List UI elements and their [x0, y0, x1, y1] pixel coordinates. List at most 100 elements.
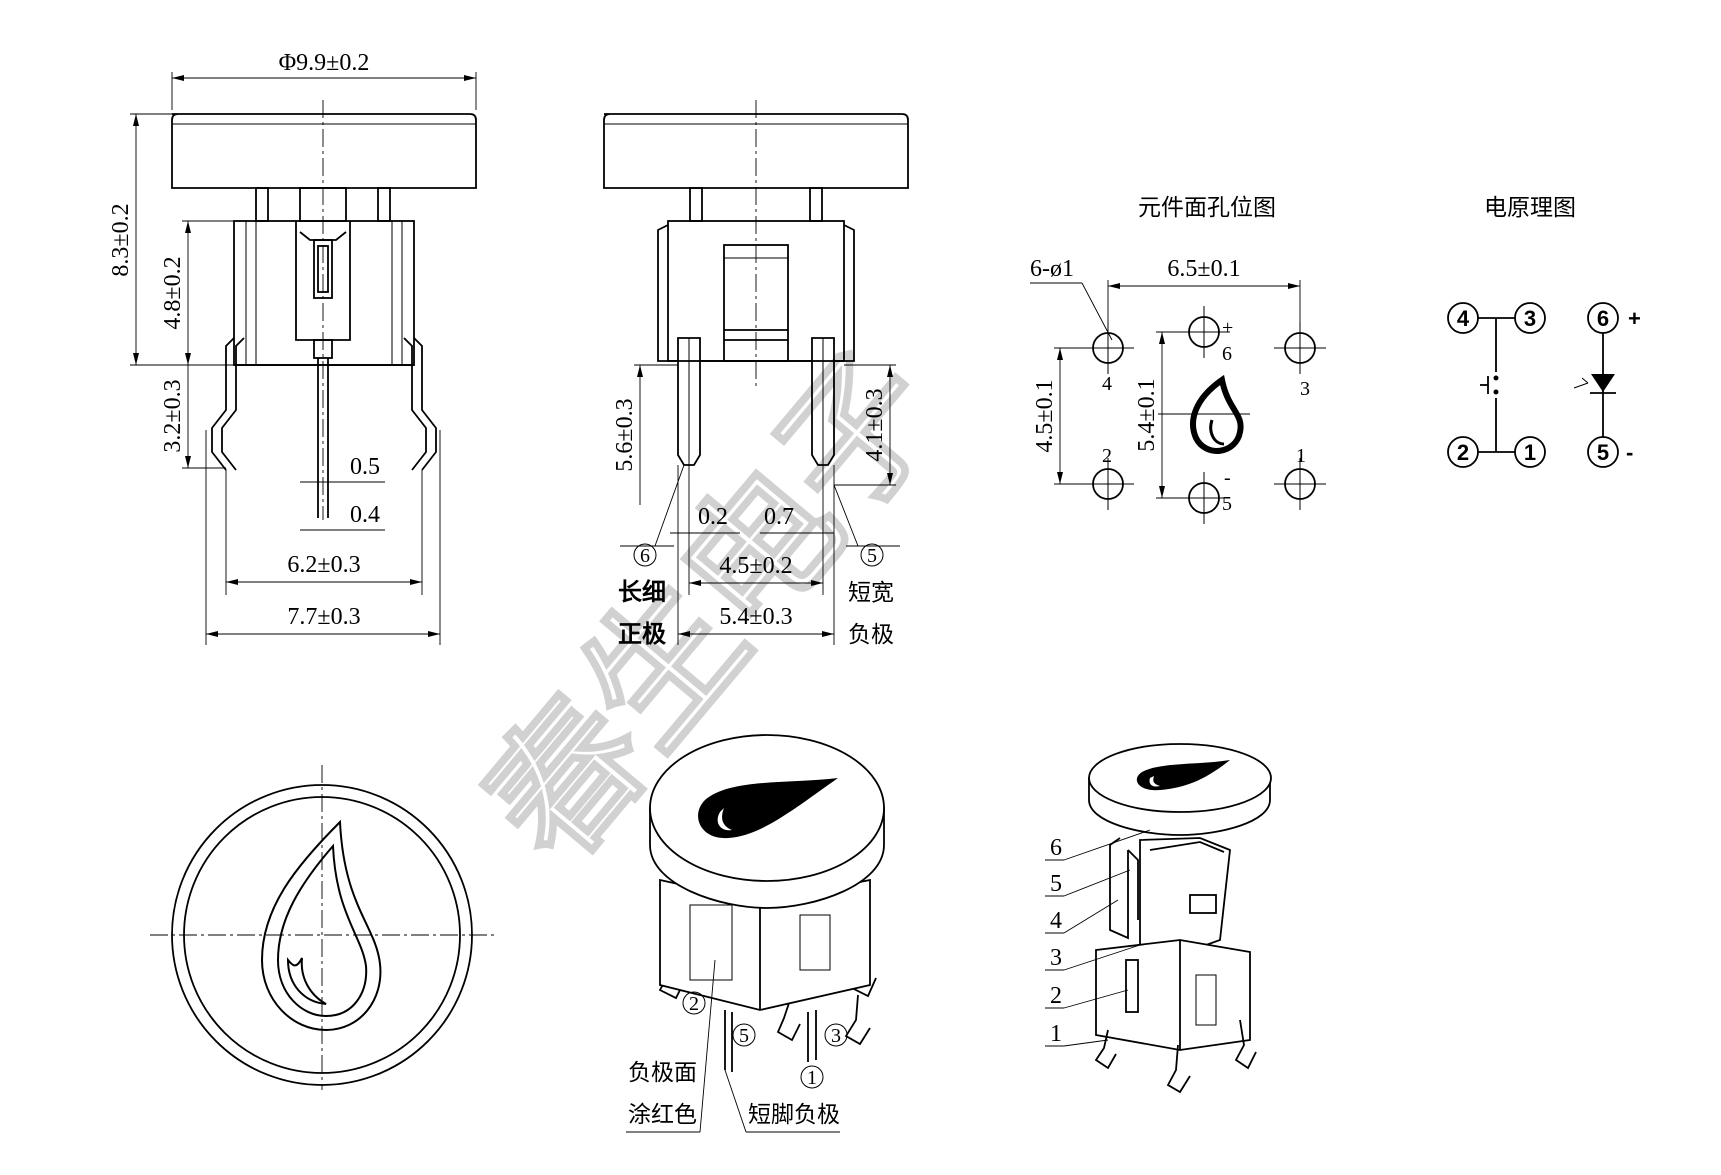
- dim-pin-w1: 0.5: [350, 454, 380, 480]
- leg: [1234, 1019, 1257, 1070]
- exp-base-terminal: [1125, 959, 1139, 1013]
- hole-1: [1274, 458, 1326, 510]
- stem-right: [377, 187, 391, 222]
- leader-line: [833, 484, 859, 547]
- body-outline: [233, 220, 415, 366]
- iso1-pin-5: 5: [739, 1025, 749, 1047]
- dim-body-height: 4.8±0.2: [160, 256, 186, 329]
- leader-line: [1081, 282, 1113, 341]
- exp-base: [1095, 939, 1251, 1051]
- front-view: Φ9.9±0.2 8.3±0.2 4.8±0.2 3.2±0.3 0.5 0.4…: [108, 50, 477, 645]
- leg: [1094, 1029, 1117, 1070]
- dim-pin-pitch: 6.2±0.3: [287, 552, 360, 578]
- hole-label-3: 3: [1300, 378, 1310, 400]
- side-view: 5.6±0.3 4.1±0.3 0.2 0.7 4.5±0.2 5.4±0.3 …: [603, 100, 909, 648]
- iso-body-panel: [689, 904, 733, 981]
- hole-plus: +: [1222, 317, 1233, 339]
- lead-left: [221, 337, 245, 471]
- dim-pin-len-left: 5.6±0.3: [612, 398, 638, 471]
- schematic-minus: -: [1626, 440, 1633, 465]
- dim-thickness-b: 0.7: [764, 504, 794, 530]
- top-view: [150, 765, 494, 1090]
- switch-contact: [1493, 389, 1499, 395]
- pin-5-callout-circle: [860, 543, 884, 567]
- arrowheads: [637, 365, 643, 377]
- dim-pin-len-right: 4.1±0.3: [862, 388, 888, 461]
- flame-logo-small: [1190, 374, 1244, 454]
- part-number-4: 4: [1050, 908, 1062, 934]
- exp-actuator-window: [1189, 894, 1217, 914]
- schematic-pin-1: 1: [1524, 440, 1536, 465]
- part-number-1: 1: [1050, 1021, 1062, 1047]
- iso1-pin-circle-2: [682, 991, 706, 1015]
- exp-contact-6: [1109, 837, 1129, 940]
- leg: [1166, 1044, 1191, 1094]
- dim-v-spacing-left: 4.5±0.1: [1032, 379, 1058, 452]
- part-callouts: [1045, 829, 1151, 1047]
- iso1-pin-circle-1: [800, 1065, 824, 1089]
- hole-label-6: 6: [1222, 343, 1232, 365]
- pin-6-callout: 6: [640, 545, 650, 567]
- leader-line: [654, 464, 685, 547]
- flame-logo-exp: [1136, 760, 1230, 791]
- iso-body-window: [799, 914, 831, 971]
- dim-h-spacing: 6.5±0.1: [1167, 256, 1240, 282]
- dim-pin-w2: 0.4: [350, 502, 380, 528]
- iso1-pin-2: 2: [689, 993, 699, 1015]
- hole-3: [1274, 322, 1326, 374]
- dim-diameter: Φ9.9±0.2: [279, 50, 370, 76]
- iso-view-2: 6 5 4 3 2 1: [1045, 743, 1272, 1094]
- arrowheads: [185, 456, 191, 468]
- schematic: 电原理图 4 3 2 1 6 + 5 -: [1447, 195, 1641, 468]
- exp-actuator-top: [1149, 841, 1225, 853]
- pin-5-callout: 5: [867, 545, 877, 567]
- leg: [776, 999, 801, 1042]
- hole-minus: -: [1224, 467, 1231, 489]
- stem-left: [689, 187, 703, 222]
- schematic-pin-4: 4: [1457, 306, 1470, 331]
- schematic-pin-5: 5: [1597, 440, 1609, 465]
- schematic-pin-6: 6: [1597, 306, 1609, 331]
- part-number-6: 6: [1050, 835, 1062, 861]
- body-left-tab: [657, 224, 669, 362]
- label-negative: 负极: [848, 622, 894, 648]
- hole-label-1: 1: [1296, 445, 1306, 467]
- hole-label-2: 2: [1102, 445, 1112, 467]
- lead-right: [403, 337, 427, 471]
- dim-thickness-a: 0.2: [698, 504, 728, 530]
- hole-layout-title: 元件面孔位图: [1138, 195, 1276, 221]
- switch-contact: [1493, 375, 1499, 381]
- dim-outer-pitch: 5.4±0.3: [719, 604, 792, 630]
- iso1-pin-circle-3: [824, 1023, 848, 1047]
- iso1-pin-1: 1: [807, 1067, 817, 1089]
- pin-5: [811, 337, 835, 466]
- lead-right: [413, 337, 437, 471]
- part-number-5: 5: [1050, 871, 1062, 897]
- dim-body-width: 7.7±0.3: [287, 604, 360, 630]
- part-number-2: 2: [1050, 983, 1062, 1009]
- iso1-pin-circle-5: [732, 1023, 756, 1047]
- dim-inner-pitch: 4.5±0.2: [719, 553, 792, 579]
- part-number-3: 3: [1050, 945, 1062, 971]
- label-long-thin: 长细: [618, 578, 666, 606]
- exp-contact-5: [1127, 849, 1139, 920]
- stem-right: [809, 187, 823, 222]
- schematic-title: 电原理图: [1484, 195, 1576, 221]
- dim-height-total: 8.3±0.2: [108, 203, 134, 276]
- schematic-pin-3: 3: [1524, 306, 1536, 331]
- hole-label-4: 4: [1102, 373, 1112, 395]
- led-diode-icon: [1591, 374, 1615, 392]
- hole-label-5: 5: [1222, 493, 1232, 515]
- led-light-arrow-icon: [1573, 377, 1589, 389]
- schematic-plus: +: [1628, 306, 1641, 331]
- hole-layout: 元件面孔位图 6-ø1 6.5±0.1: [1030, 195, 1326, 524]
- schematic-pin-2: 2: [1457, 440, 1469, 465]
- arrowheads: [887, 365, 893, 485]
- flame-logo-large: [260, 819, 382, 1032]
- body-right-tab: [843, 224, 855, 362]
- note-red-paint: 涂红色: [628, 1102, 697, 1128]
- leader-line: [724, 1069, 747, 1133]
- cap-outline: [171, 113, 477, 189]
- lead-left: [211, 337, 235, 471]
